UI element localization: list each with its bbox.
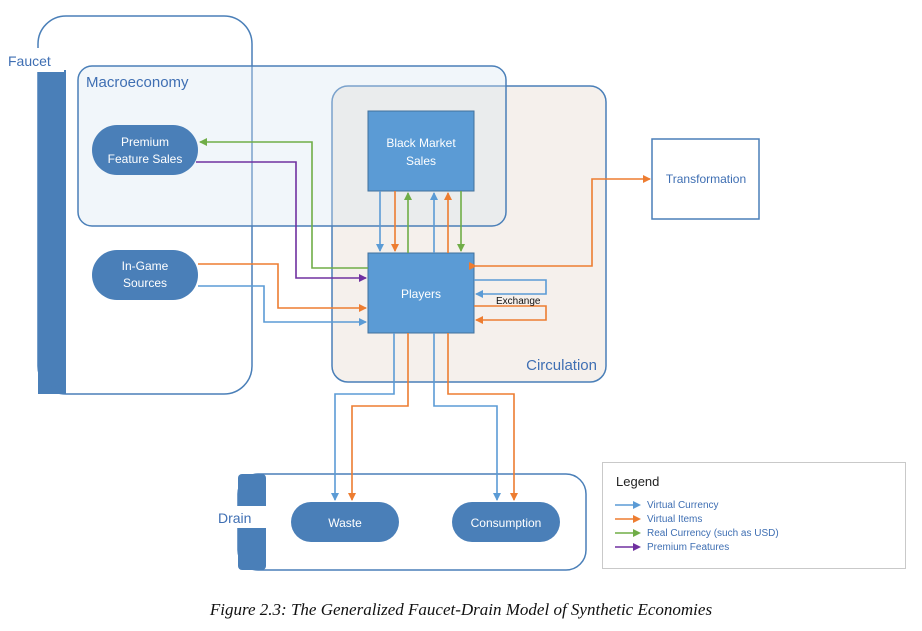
arrow-real-currency-to-premium: [199, 138, 368, 269]
in-game-label-line2: Sources: [123, 276, 167, 290]
arrow-premium-features-to-players: [196, 161, 367, 282]
circulation-label: Circulation: [526, 357, 597, 374]
faucet-region: [0, 15, 253, 395]
faucet-label: Faucet: [8, 53, 51, 69]
players-box: [367, 252, 475, 334]
in-game-sources-node: [92, 250, 198, 300]
legend: Legend Virtual Currency Virtual Items Re…: [602, 462, 906, 569]
black-market-label-line1: Black Market: [386, 136, 456, 150]
arrow-currency-to-waste: [331, 333, 395, 501]
macroeconomy-label: Macroeconomy: [86, 74, 189, 91]
legend-label: Premium Features: [647, 541, 730, 553]
premium-feature-sales-node: [92, 125, 198, 175]
consumption-node: [452, 502, 560, 542]
legend-item-premium-features: Premium Features: [615, 540, 729, 554]
premium-label-line1: Premium: [121, 135, 169, 149]
arrow-transformation: [469, 175, 651, 270]
transformation-label: Transformation: [666, 172, 746, 186]
legend-item-virtual-currency: Virtual Currency: [615, 498, 719, 512]
arrow-items-to-consumption: [447, 333, 518, 501]
transformation-box: [651, 138, 760, 220]
drain-label: Drain: [218, 510, 251, 526]
exchange-label: Exchange: [496, 296, 541, 307]
waste-label: Waste: [328, 516, 362, 530]
legend-label: Virtual Items: [647, 513, 703, 525]
black-market-label-line2: Sales: [406, 154, 436, 168]
faucet-drain-diagram: Faucet Circulation Macroeconomy Drain Tr…: [0, 15, 760, 571]
legend-label: Real Currency (such as USD): [647, 527, 779, 539]
waste-node: [291, 502, 399, 542]
arrow-items-from-sources: [198, 263, 367, 312]
figure-caption: Figure 2.3: The Generalized Faucet-Drain…: [209, 600, 713, 619]
arrow-exchange-items: [474, 305, 547, 324]
legend-label: Virtual Currency: [647, 499, 719, 511]
premium-label-line2: Feature Sales: [108, 152, 183, 166]
consumption-label: Consumption: [471, 516, 542, 530]
black-market-sales-box: [367, 110, 475, 192]
arrow-currency-to-consumption: [433, 333, 501, 501]
players-label: Players: [401, 287, 441, 301]
legend-title: Legend: [616, 474, 660, 489]
legend-item-virtual-items: Virtual Items: [615, 512, 702, 526]
arrow-currency-from-sources: [198, 285, 367, 326]
in-game-label-line1: In-Game: [122, 259, 169, 273]
arrow-exchange-currency: [474, 279, 547, 298]
legend-item-real-currency: Real Currency (such as USD): [615, 526, 779, 540]
arrow-items-to-waste: [348, 333, 409, 501]
